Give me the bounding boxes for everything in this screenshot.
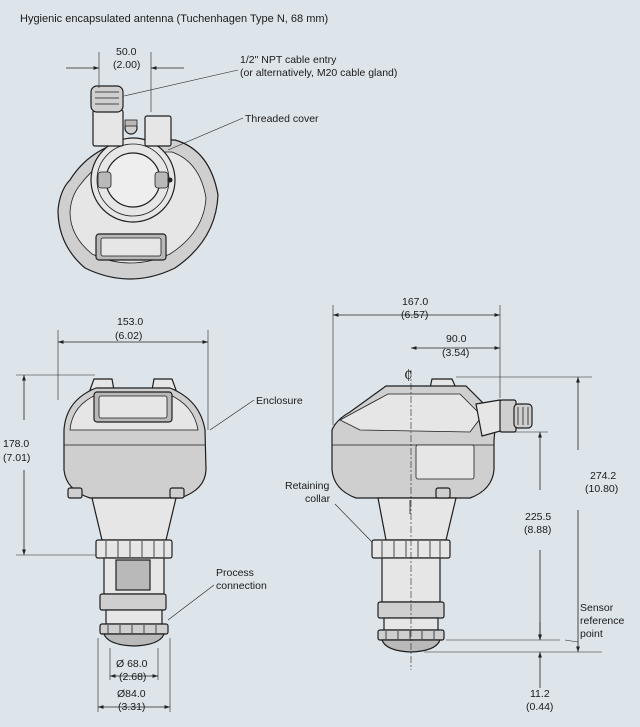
side-total-width-mm: 167.0: [402, 296, 428, 308]
cable-entry-leader: [123, 69, 239, 97]
side-antenna-in: (0.44): [526, 701, 553, 713]
side-ref-height-in: (8.88): [524, 524, 551, 536]
enclosure-label: Enclosure: [256, 395, 303, 407]
cable-entry-label-2: (or alternatively, M20 cable gland): [240, 67, 397, 79]
front-height-in: (7.01): [3, 452, 30, 464]
sensor-reference-label-1: Sensor: [580, 602, 614, 614]
front-width-mm: 153.0: [117, 316, 143, 328]
d68-mm: Ø 68.0: [116, 658, 148, 670]
top-width-mm: 50.0: [116, 46, 137, 58]
sensor-reference-label-2: reference: [580, 615, 625, 627]
top-width-in: (2.00): [113, 59, 140, 71]
front-view: [16, 330, 209, 712]
sensor-reference-label-3: point: [580, 628, 603, 640]
side-total-height-in: (10.80): [585, 483, 618, 495]
side-total-width-in: (6.57): [401, 309, 428, 321]
process-connection-label-2: connection: [216, 580, 267, 592]
process-connection-label-1: Process: [216, 567, 254, 579]
retaining-collar-label-2: collar: [305, 493, 331, 505]
enclosure-leader: [209, 399, 255, 431]
side-gland-in: (3.54): [442, 347, 469, 359]
retaining-collar-label-1: Retaining: [285, 480, 330, 492]
front-height-mm: 178.0: [3, 438, 29, 450]
threaded-cover-leader: [167, 117, 244, 151]
d84-mm: Ø84.0: [117, 688, 146, 700]
front-width-in: (6.02): [115, 330, 142, 342]
centerline-symbol: ₵: [404, 368, 412, 383]
top-view: [57, 52, 219, 280]
drawing-title: Hygienic encapsulated antenna (Tuchenhag…: [20, 13, 328, 25]
process-connection-leader: [167, 584, 215, 621]
retaining-collar-leader: [334, 503, 373, 543]
side-antenna-mm: 11.2: [530, 688, 550, 700]
cable-entry-label-1: 1/2" NPT cable entry: [240, 54, 337, 66]
side-total-height-mm: 274.2: [590, 470, 616, 482]
side-view: [331, 305, 602, 688]
threaded-cover-label: Threaded cover: [245, 113, 319, 125]
d84-in: (3.31): [118, 701, 145, 713]
d68-in: (2.68): [119, 671, 146, 683]
side-gland-mm: 90.0: [446, 333, 467, 345]
side-ref-height-mm: 225.5: [525, 511, 551, 523]
